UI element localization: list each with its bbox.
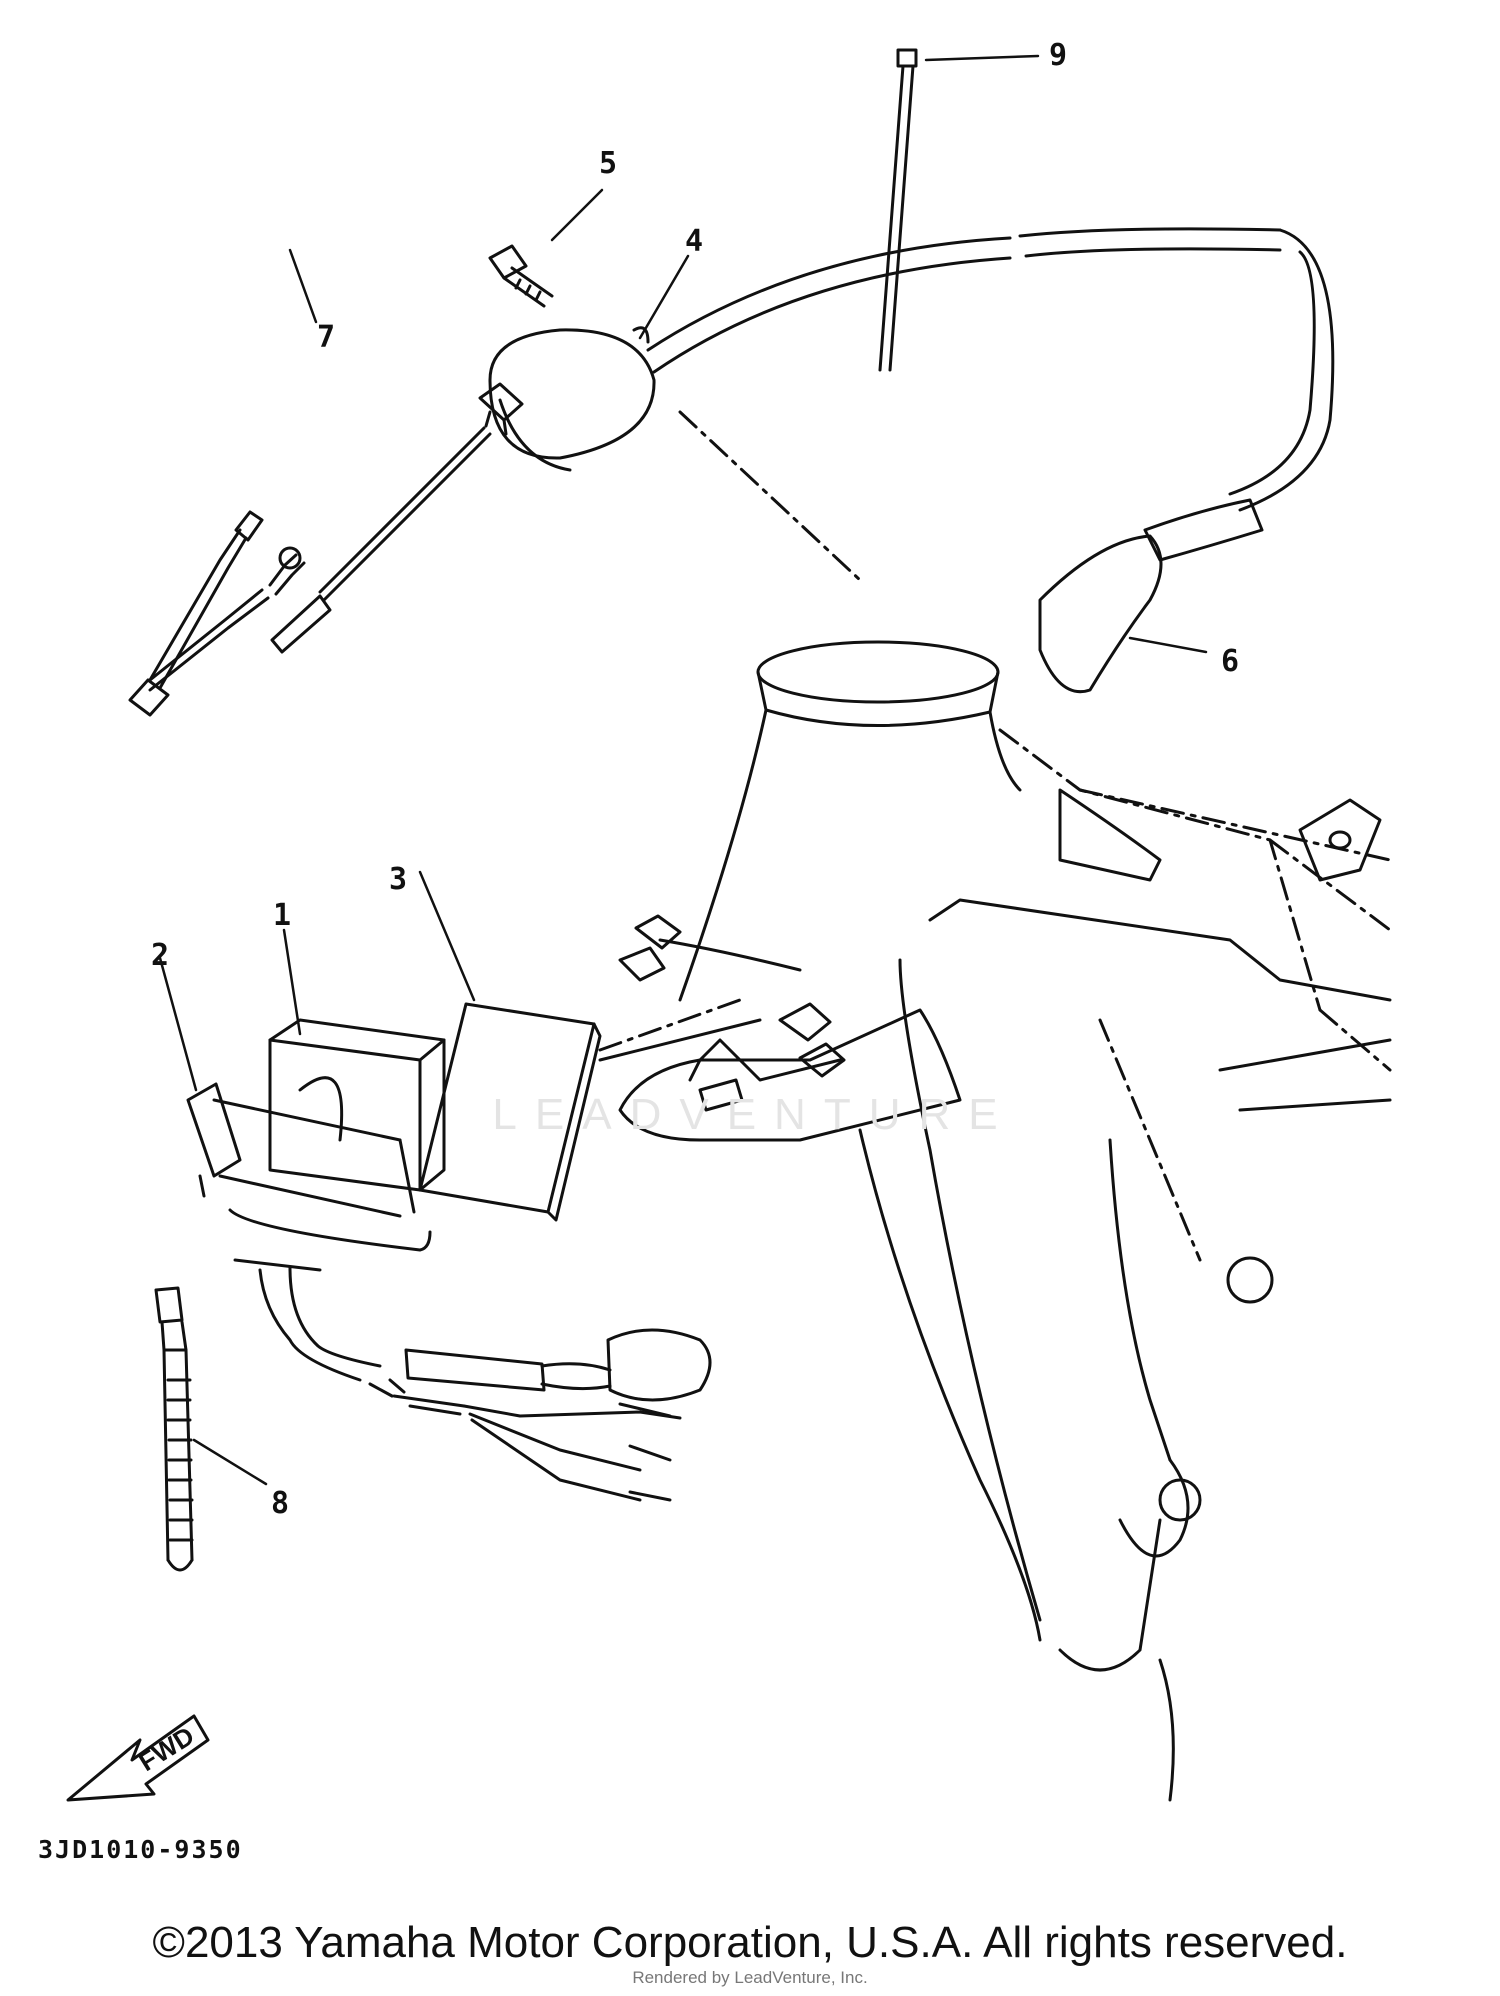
fwd-arrow-icon [66,1714,210,1802]
rendered-by-notice: Rendered by LeadVenture, Inc. [632,1968,868,1987]
callout-5: 5 [598,146,618,181]
watermark: LEADVENTURE [492,1090,1016,1139]
clamp-band-part-2 [186,1082,416,1218]
cable-tie-part-9 [878,48,918,372]
wire-lead-part-7 [128,510,306,717]
callout-1: 1 [272,898,292,933]
screw-part-5 [488,244,554,308]
frame-main [858,788,1392,1802]
cdi-unit-part-1 [228,1018,712,1502]
plate-part-3 [418,1002,762,1222]
ht-lead [1228,228,1335,512]
frame-bracket [618,914,962,1142]
callout-2: 2 [150,938,170,973]
frame-head-tube [678,640,1022,1002]
callout-8: 8 [270,1486,290,1521]
copyright-notice: ©2013 Yamaha Motor Corporation, U.S.A. A… [152,1918,1348,1967]
diagram-code: 3JD1010-9350 [38,1835,243,1864]
callout-leaders [158,54,1208,1486]
cable-strap-part-8 [154,1286,194,1572]
spark-plug-cap-part-6 [1038,498,1264,693]
callout-4: 4 [684,224,704,259]
callout-7: 7 [316,320,336,355]
ignition-coil-part-4 [270,227,1282,654]
callout-3: 3 [388,862,408,897]
callout-6: 6 [1220,644,1240,679]
callout-9: 9 [1048,38,1068,73]
